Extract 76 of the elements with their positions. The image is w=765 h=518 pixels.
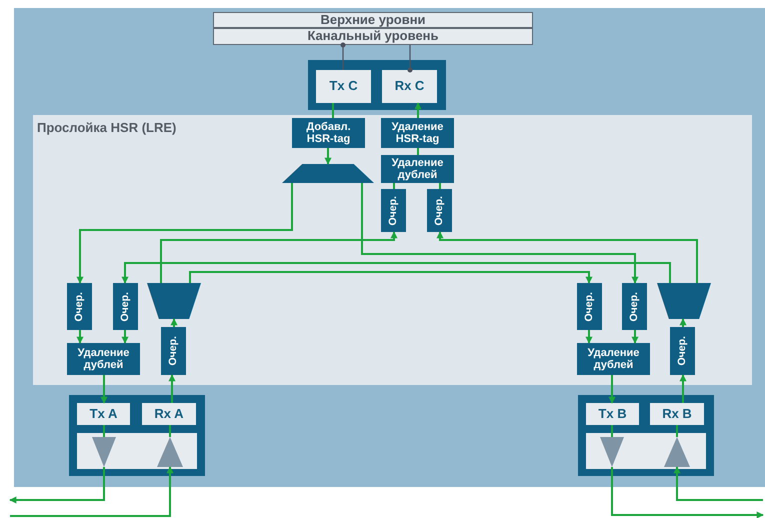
connector-arrow <box>122 262 671 284</box>
port-box <box>142 403 196 425</box>
transmitter-triangle <box>600 437 624 467</box>
queue-block <box>577 283 602 330</box>
connector-arrow <box>10 466 174 517</box>
connector-arrow <box>168 374 176 403</box>
block-label: Канальный уровень <box>307 29 439 44</box>
connector-arrow <box>170 318 178 327</box>
panel-heading: Прослойка HSR (LRE) <box>37 121 176 136</box>
port-frame <box>308 60 446 110</box>
queue-label: Очер. <box>628 292 640 322</box>
process-block <box>577 343 650 375</box>
connector-arrow <box>674 466 763 501</box>
queue-label: Очер. <box>388 196 400 226</box>
connector-arrow <box>414 102 422 118</box>
connector-arrow <box>76 183 293 284</box>
block-label: Удаление дублей <box>586 346 640 372</box>
block-label: Добавл. HSR-tag <box>305 120 352 146</box>
queue-label: Очер. <box>584 292 596 322</box>
block-label: Tx C <box>329 79 358 94</box>
connector-arrow <box>680 318 686 327</box>
block-label: Tx A <box>90 406 118 422</box>
block-label: Удаление дублей <box>390 156 444 182</box>
connector-arrow <box>160 231 398 283</box>
connector-arrow <box>436 231 698 283</box>
connector-arrow <box>632 330 638 344</box>
connector-arrow <box>611 467 764 518</box>
block-label: Удаление HSR-tag <box>390 120 444 146</box>
queue-block <box>67 283 92 330</box>
connector-arrow <box>680 374 686 403</box>
connector-arrow <box>76 330 84 344</box>
block-label: Tx B <box>598 406 627 422</box>
receiver-triangle <box>664 437 690 467</box>
queue-block <box>427 189 452 232</box>
port-box <box>77 403 130 425</box>
port-frame <box>69 395 205 476</box>
merger-block <box>657 283 711 319</box>
block-label: Верхние уровни <box>320 12 426 28</box>
block-label: Rx A <box>154 406 184 422</box>
receiver-triangle <box>157 437 183 467</box>
connector-arrow <box>586 330 592 344</box>
layer-box <box>213 28 533 45</box>
queue-block <box>161 327 186 375</box>
splitter-block <box>282 164 374 183</box>
connector-arrow <box>324 148 332 165</box>
block-label: Rx B <box>662 406 692 422</box>
port-box <box>316 70 371 103</box>
queue-block <box>113 283 138 330</box>
process-block <box>381 118 454 148</box>
connector-arrow <box>9 467 105 504</box>
layer-panel <box>33 115 752 385</box>
layer-box <box>213 12 533 28</box>
queue-block <box>622 283 647 330</box>
queue-block <box>381 189 406 232</box>
queue-label: Очер. <box>168 336 180 366</box>
port-frame <box>578 395 714 476</box>
port-box <box>382 70 437 103</box>
block-label: Rx C <box>394 79 424 94</box>
block-label: Удаление дублей <box>76 346 130 372</box>
process-block <box>292 118 365 148</box>
queue-block <box>670 327 695 375</box>
process-block <box>381 155 454 183</box>
connector-arrow <box>100 375 108 404</box>
queue-label: Очер. <box>676 336 688 366</box>
process-block <box>67 343 140 375</box>
connector-arrow <box>608 375 616 404</box>
connector-arrow <box>189 271 592 284</box>
transmitter-triangle <box>92 437 116 467</box>
port-box <box>586 403 639 425</box>
queue-label: Очер. <box>434 196 446 226</box>
merger-block <box>147 283 201 319</box>
port-box <box>650 403 704 425</box>
connector-arrow <box>122 330 128 344</box>
queue-label: Очер. <box>74 292 86 322</box>
connector-arrow <box>361 183 638 284</box>
queue-label: Очер. <box>120 292 132 322</box>
